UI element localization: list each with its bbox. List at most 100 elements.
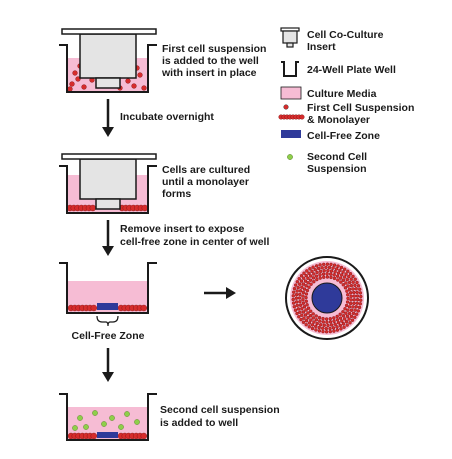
cell-dot [304, 292, 309, 296]
cell-dot [355, 301, 359, 305]
cell-dot [343, 286, 348, 290]
cell-free-zone-brace [96, 315, 119, 327]
cell-dot [345, 300, 350, 304]
cell-dot [131, 83, 137, 89]
cell-dot [295, 280, 299, 284]
cell-dot [332, 263, 337, 267]
cell-dot [291, 301, 296, 305]
cell-dot [325, 275, 330, 279]
cell-dot [345, 277, 349, 282]
cell-dot [339, 265, 344, 270]
legend-second-cells-label: Second Cell [307, 151, 367, 163]
well-outline [59, 44, 157, 93]
cell-dot [299, 274, 304, 278]
cell-dot [302, 287, 307, 291]
cell-dot [329, 323, 334, 327]
arrow-down-icon [102, 99, 114, 137]
cell-dot [351, 305, 355, 309]
cell-dot [301, 290, 306, 295]
cell-dot [322, 269, 326, 273]
cell-dot [141, 204, 149, 212]
cell-dot [345, 314, 350, 318]
cell-dot [354, 305, 358, 309]
arrow-down-icon [102, 220, 114, 256]
legend-first-cells-label: First Cell Suspension [307, 102, 414, 114]
cell-dot [318, 269, 323, 274]
insert-body [79, 158, 137, 200]
cell-dot [321, 272, 326, 276]
cell-dot [336, 264, 340, 268]
cell-dot [305, 303, 309, 307]
cell-dot [328, 326, 332, 331]
cell-dot [352, 294, 356, 298]
monolayer-right [117, 304, 148, 312]
cell-dot [356, 309, 360, 313]
cell-dot [318, 319, 322, 323]
cell-dot [314, 328, 318, 332]
cell-dot [329, 262, 333, 267]
cell-dot [291, 294, 295, 298]
cell-dot [352, 298, 356, 302]
cell-dot [293, 308, 298, 312]
cell-dot [317, 325, 321, 330]
cell-dot [346, 293, 350, 297]
cell-dot [81, 84, 87, 90]
cell-free-zone-bar [97, 432, 118, 438]
cell-dot [141, 85, 147, 91]
cell-dot [314, 324, 318, 329]
cell-dot [332, 319, 336, 323]
cell-dot [354, 287, 358, 291]
cell-dot [315, 321, 319, 326]
cell-dot [341, 270, 345, 274]
cell-dot [328, 317, 332, 321]
step-3-well [59, 262, 157, 327]
cell-dot [319, 323, 323, 327]
cell-dot [314, 264, 319, 268]
monolayer-left [67, 304, 98, 312]
cell-dot [321, 316, 325, 321]
arrow-down-icon [102, 348, 114, 382]
cell-dot [90, 432, 98, 440]
cell-dot [311, 316, 315, 320]
cell-dot [317, 315, 322, 320]
well-outline [59, 393, 157, 441]
cell-dot [356, 284, 361, 288]
step-4-well [59, 393, 157, 441]
cell-dot [304, 299, 308, 303]
cell-dot [295, 289, 299, 293]
cell-dot [338, 268, 342, 272]
cell-dot [347, 317, 351, 321]
step-1-caption: First cell suspension is added to the we… [161, 43, 266, 79]
cell-dot [347, 280, 352, 285]
step-4-caption-line: is added to well [160, 417, 238, 429]
cell-dot [69, 81, 75, 87]
cell-dot [303, 313, 308, 317]
cell-dot [347, 305, 352, 309]
cell-dot [345, 323, 349, 327]
well-top-monolayer [291, 262, 363, 334]
cell-dot [298, 300, 302, 304]
cell-dot [353, 277, 357, 281]
cell-dot [335, 328, 340, 332]
cell-dot [352, 301, 356, 306]
insert-icon [280, 27, 300, 48]
cell-dot [335, 318, 340, 322]
step-1-caption-line: is added to the well [162, 55, 259, 67]
cell-dot [345, 289, 349, 293]
cell-dot [137, 72, 143, 78]
second-cell-dot [77, 415, 83, 421]
cell-dot [315, 277, 319, 282]
cell-dot [341, 322, 346, 326]
cell-dot [341, 283, 345, 287]
cell-dot [311, 312, 315, 316]
cell-dot [301, 294, 305, 298]
cell-dot [125, 78, 131, 84]
cell-dot [302, 305, 307, 309]
cell-dot [299, 279, 304, 283]
cell-dot [341, 314, 346, 318]
cell-dot [310, 323, 315, 327]
cell-dot [353, 315, 357, 319]
cell-dot [351, 280, 355, 284]
cell-dot [358, 302, 362, 306]
